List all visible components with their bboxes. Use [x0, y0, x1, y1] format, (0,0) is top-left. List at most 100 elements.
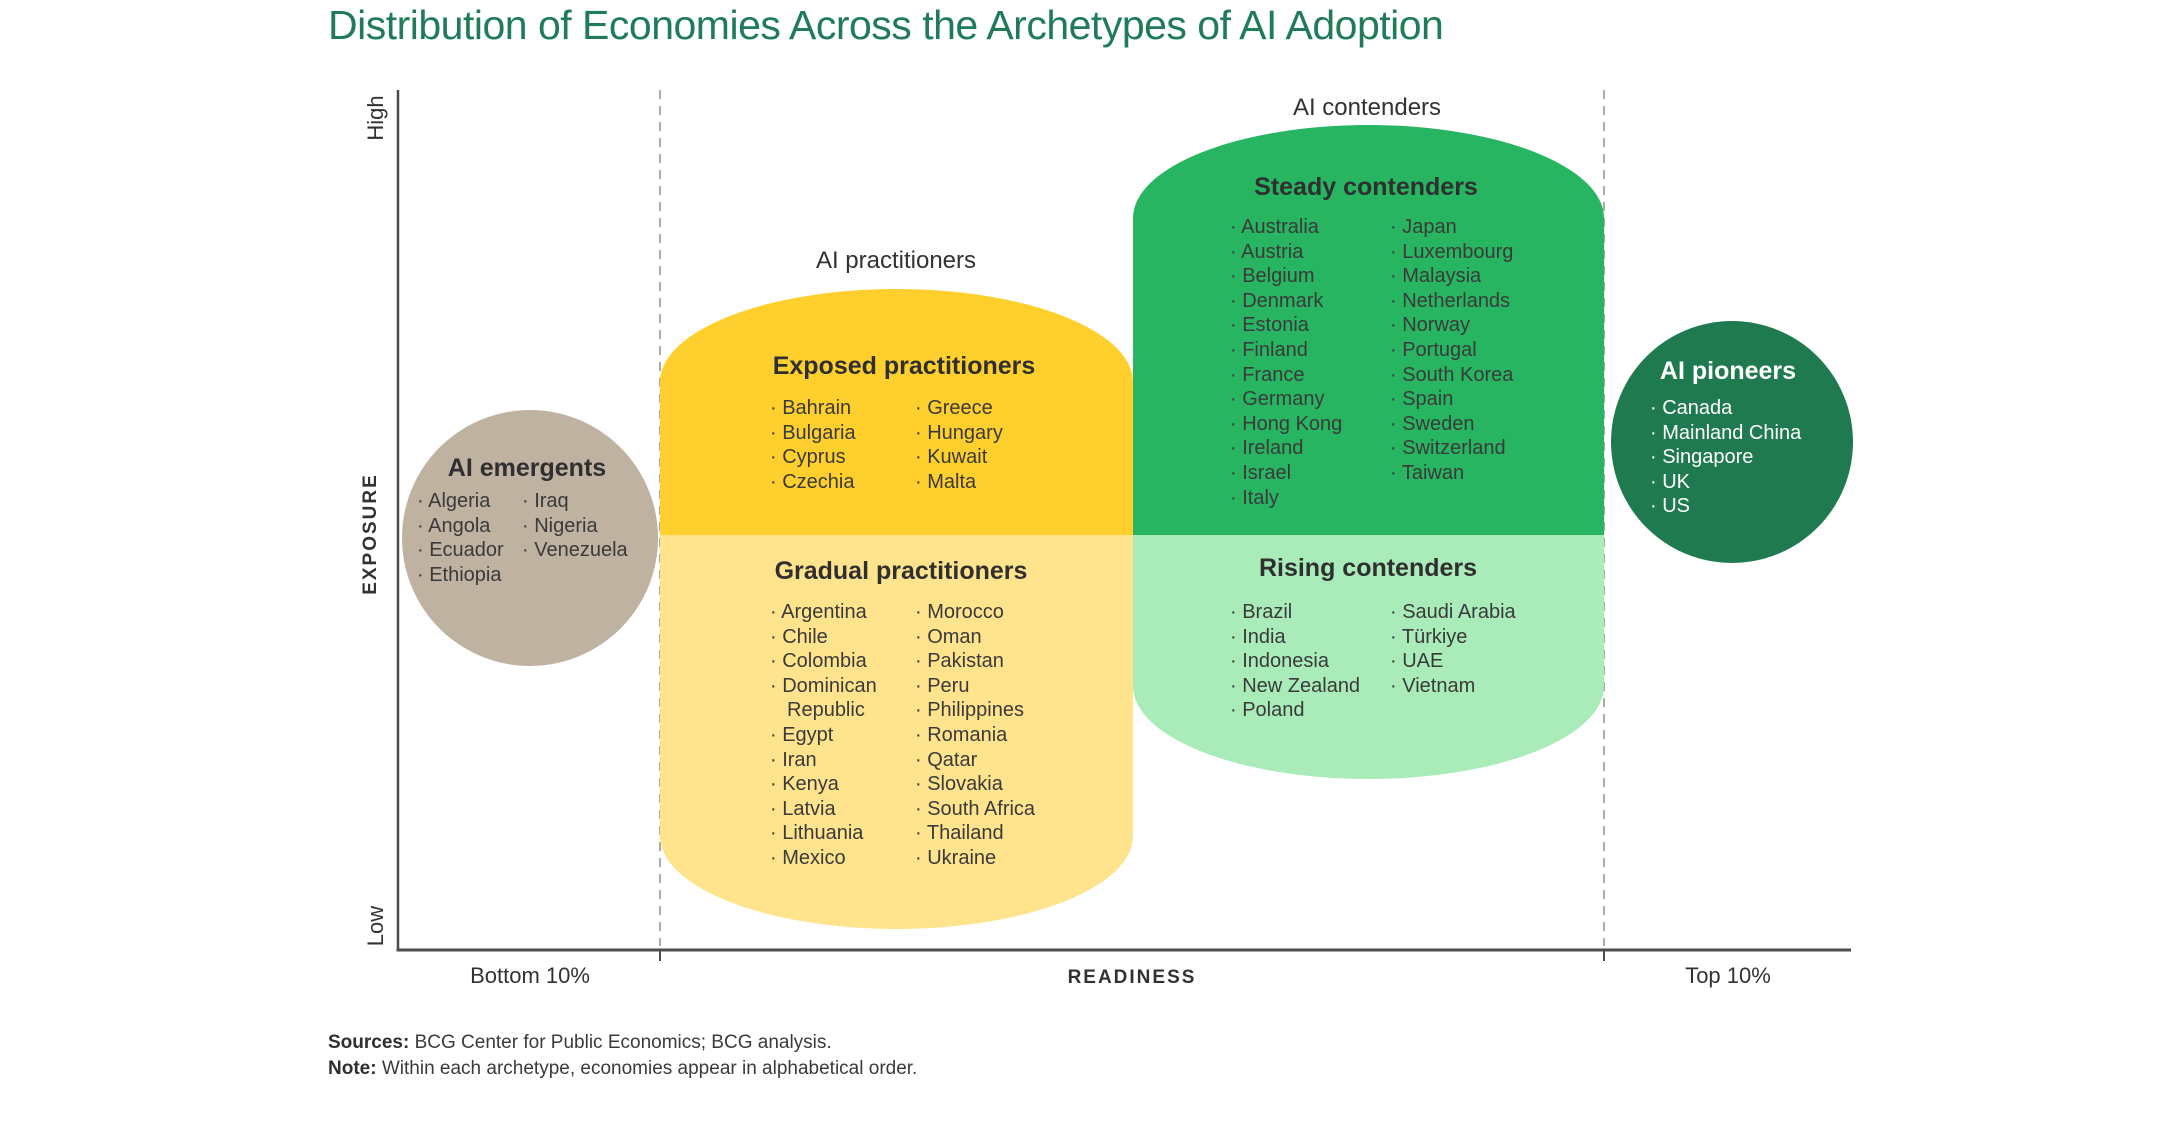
economy-item: · Mexico: [770, 846, 846, 869]
x-axis-title: READINESS: [1067, 967, 1197, 988]
steady-economy-list: · Australia· Austria· Belgium· Denmark· …: [1230, 215, 1575, 510]
economy-item: · Czechia: [770, 470, 855, 493]
economy-item: · Greece: [915, 397, 993, 419]
note-text: Within each archetype, economies appear …: [381, 1058, 918, 1079]
economy-item: · Chile: [770, 625, 828, 648]
economy-column: · Brazil· India· Indonesia· New Zealand·…: [1230, 600, 1390, 723]
exposed-economy-list: · Bahrain· Bulgaria· Cyprus· Czechia · G…: [770, 396, 1080, 494]
economy-column: · Bahrain· Bulgaria· Cyprus· Czechia: [770, 396, 915, 494]
economy-column: · Australia· Austria· Belgium· Denmark· …: [1230, 215, 1390, 510]
economy-item: · Italy: [1230, 486, 1279, 509]
rising-economy-list: · Brazil· India· Indonesia· New Zealand·…: [1230, 600, 1575, 723]
economy-item: · Slovakia: [915, 773, 1003, 796]
economy-item: · India: [1230, 625, 1286, 648]
economy-item: · Colombia: [770, 650, 867, 673]
economy-item: · Kenya: [770, 773, 839, 796]
rising-contenders-region: [1133, 535, 1604, 780]
economy-item: · Egypt: [770, 723, 834, 746]
economy-item: · Germany: [1230, 388, 1325, 411]
y-axis-title: EXPOSURE: [360, 473, 381, 595]
gradual-header: Gradual practitioners: [774, 557, 1028, 585]
emergents-header: AI emergents: [447, 454, 607, 482]
economy-item: · Canada: [1650, 397, 1733, 419]
steady-header: Steady contenders: [1254, 173, 1478, 201]
economy-item: · Brazil: [1230, 601, 1293, 623]
economy-item: · Algeria: [417, 490, 491, 512]
steady-contenders-region: [1133, 124, 1604, 535]
economy-item: · Ethiopia: [417, 563, 502, 586]
economy-item: · Luxembourg: [1390, 240, 1514, 263]
economy-item: · Netherlands: [1390, 289, 1511, 312]
economy-item: · Malta: [915, 470, 977, 493]
sources-label: Sources:: [328, 1032, 410, 1053]
economy-item: · Israel: [1230, 461, 1292, 484]
economy-item: · Switzerland: [1390, 437, 1506, 460]
sources-text: BCG Center for Public Economics; BCG ana…: [414, 1032, 832, 1053]
economy-item: · Finland: [1230, 338, 1308, 361]
economy-item: · Bulgaria: [770, 421, 856, 444]
gradual-economy-list: · Argentina· Chile· Colombia· Dominican …: [770, 600, 1100, 871]
economy-column: · Greece· Hungary· Kuwait· Malta: [915, 396, 1080, 494]
economy-item: · South Korea: [1390, 363, 1514, 386]
economy-item: · Peru: [915, 674, 970, 697]
gradual-practitioners-region: [660, 535, 1133, 929]
economy-item: · Venezuela: [522, 539, 628, 562]
economy-item: · Lithuania: [770, 822, 864, 845]
economy-item: · US: [1650, 495, 1690, 518]
economy-item: · Sweden: [1390, 412, 1475, 435]
economy-item: · Singapore: [1650, 446, 1754, 469]
economy-item: · UAE: [1390, 650, 1444, 673]
contenders-group-label: AI contenders: [1292, 94, 1442, 121]
emergents-circle: [402, 410, 658, 666]
economy-item: · New Zealand: [1230, 674, 1361, 697]
economy-item: · Dominican Republic: [770, 674, 877, 722]
page-title: Distribution of Economies Across the Arc…: [328, 2, 1444, 48]
economy-item: · Japan: [1390, 216, 1457, 238]
economy-item: · Denmark: [1230, 289, 1324, 312]
note-line: Note: Within each archetype, economies a…: [328, 1056, 917, 1082]
economy-item: · Nigeria: [522, 514, 598, 537]
note-label: Note:: [328, 1058, 377, 1079]
economy-item: · Poland: [1230, 699, 1305, 722]
economy-item: · Australia: [1230, 216, 1319, 238]
economy-item: · Bahrain: [770, 397, 852, 419]
economy-item: · Hong Kong: [1230, 412, 1343, 435]
pioneers-header: AI pioneers: [1659, 357, 1797, 385]
exposed-practitioners-region: [660, 289, 1133, 535]
economy-column: · Canada· Mainland China· Singapore· UK·…: [1650, 396, 1830, 519]
economy-item: · Iran: [770, 748, 817, 771]
economy-item: · Thailand: [915, 822, 1004, 845]
economy-item: · Indonesia: [1230, 650, 1329, 673]
economy-item: · Taiwan: [1390, 461, 1465, 484]
economy-item: · Ecuador: [417, 539, 504, 562]
economy-item: · Kuwait: [915, 446, 988, 469]
economy-item: · Spain: [1390, 388, 1454, 411]
pioneers-economy-list: · Canada· Mainland China· Singapore· UK·…: [1650, 396, 1830, 519]
economy-item: · Morocco: [915, 601, 1004, 623]
economy-item: · Iraq: [522, 490, 569, 512]
practitioners-group-label: AI practitioners: [815, 247, 977, 274]
economy-item: · Belgium: [1230, 265, 1315, 288]
x-axis-bottom10-label: Bottom 10%: [470, 963, 590, 988]
economy-item: · South Africa: [915, 797, 1036, 820]
economy-item: · Portugal: [1390, 338, 1477, 361]
economy-column: · Saudi Arabia· Türkiye· UAE· Vietnam: [1390, 600, 1575, 698]
economy-item: · Malaysia: [1390, 265, 1482, 288]
economy-item: · Ireland: [1230, 437, 1304, 460]
economy-item: · Estonia: [1230, 314, 1309, 337]
economy-item: · Qatar: [915, 748, 978, 771]
y-axis-low-label: Low: [363, 905, 388, 947]
y-axis-high-label: High: [363, 95, 388, 141]
economy-item: · Ukraine: [915, 846, 997, 869]
economy-item: · Hungary: [915, 421, 1003, 444]
x-axis-top10-label: Top 10%: [1685, 963, 1771, 988]
economy-item: · Latvia: [770, 797, 836, 820]
economy-column: · Argentina· Chile· Colombia· Dominican …: [770, 600, 915, 871]
economy-column: · Japan· Luxembourg· Malaysia· Netherlan…: [1390, 215, 1575, 486]
exposed-header: Exposed practitioners: [772, 352, 1036, 380]
economy-item: · Norway: [1390, 314, 1471, 337]
footer: Sources: BCG Center for Public Economics…: [328, 1030, 917, 1082]
economy-item: · Angola: [417, 514, 491, 537]
economy-item: · Philippines: [915, 699, 1024, 722]
